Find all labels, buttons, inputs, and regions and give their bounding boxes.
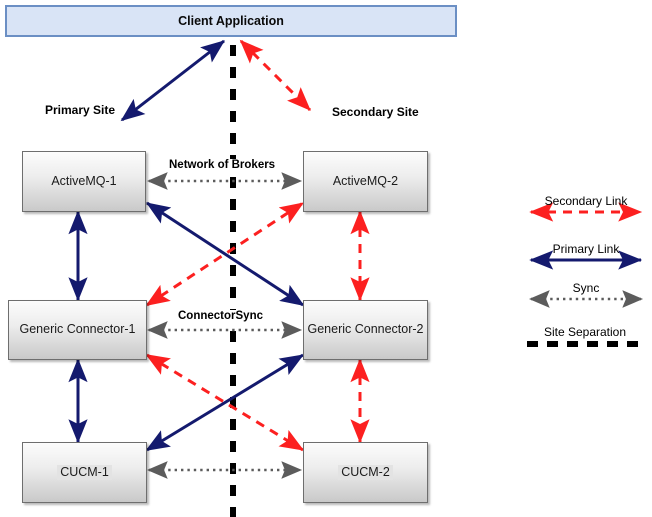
cucm1-gc2-cross-link (145, 353, 305, 452)
node-activemq-2[interactable]: ActiveMQ-2 (303, 151, 428, 212)
secondary-client-link (239, 39, 312, 112)
secondary-site-label: Secondary Site (332, 105, 419, 119)
legend-sync-label: Sync (572, 281, 600, 295)
client-application-label: Client Application (178, 14, 284, 28)
primary-client-link (120, 39, 225, 122)
node-cucm-2-label: CUCM-2 (338, 464, 393, 481)
node-cucm-2[interactable]: CUCM-2 (303, 442, 428, 503)
primary-site-label: Primary Site (45, 103, 116, 117)
node-activemq-1-label: ActiveMQ-1 (51, 173, 117, 188)
network-of-brokers-label: Network of Brokers (167, 159, 278, 171)
legend-secondary-link-label: Secondary Link (544, 194, 628, 208)
node-generic-connector-1-label: Generic Connector-1 (19, 322, 136, 337)
connector-sync-label: ConnectorSync (176, 310, 265, 322)
client-application-box[interactable]: Client Application (5, 5, 457, 37)
gc2-amq1-cross-link (145, 201, 305, 307)
node-generic-connector-1[interactable]: Generic Connector-1 (8, 300, 147, 360)
legend-primary-link-label: Primary Link (552, 242, 620, 256)
gc1-cucm2-cross-link (145, 353, 305, 452)
node-cucm-1[interactable]: CUCM-1 (22, 442, 147, 503)
node-generic-connector-2-label: Generic Connector-2 (307, 322, 424, 337)
node-cucm-1-label: CUCM-1 (57, 464, 112, 481)
node-generic-connector-2[interactable]: Generic Connector-2 (303, 300, 428, 360)
legend-site-separation-label: Site Separation (543, 325, 627, 339)
node-activemq-2-label: ActiveMQ-2 (332, 173, 399, 188)
node-activemq-1[interactable]: ActiveMQ-1 (22, 151, 146, 212)
